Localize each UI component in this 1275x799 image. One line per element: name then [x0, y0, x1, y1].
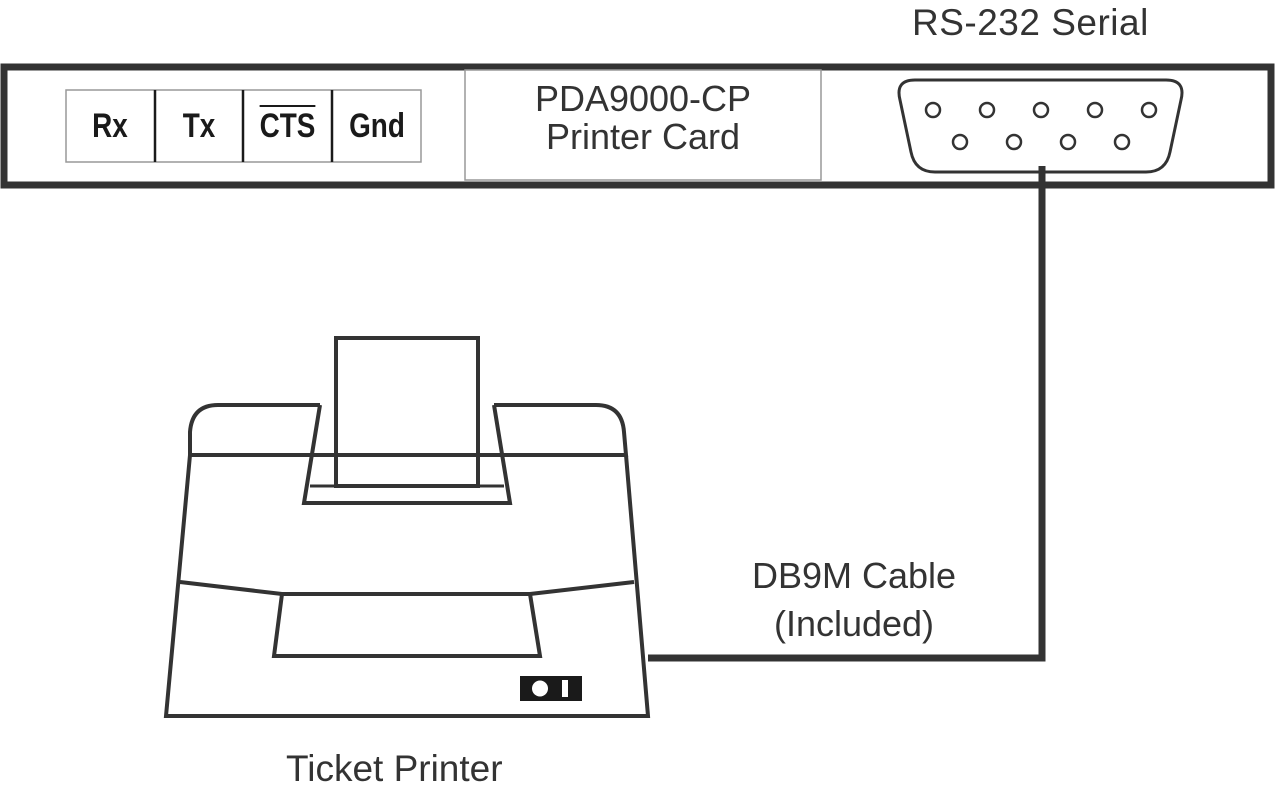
- db9-pin: [1005, 133, 1023, 151]
- cable-label: DB9M Cable (Included): [722, 552, 986, 648]
- terminal-cts-label: CTS: [252, 90, 323, 162]
- printer-card-name: Printer Card: [545, 116, 741, 157]
- ticket-slot: [301, 404, 513, 505]
- db9-pin: [1059, 133, 1077, 151]
- db9-pin: [1113, 133, 1131, 151]
- db9-connector-icon: [897, 78, 1184, 174]
- db9-pin: [1032, 101, 1050, 119]
- card-label-box: [464, 69, 822, 181]
- ticket-paper: [334, 336, 480, 488]
- db9-pin: [978, 101, 996, 119]
- printer-card-model: PDA9000-CP: [534, 78, 752, 119]
- terminal-rx-label: Rx: [92, 107, 128, 145]
- cable-label-note: (Included): [773, 603, 935, 644]
- db9-pin: [924, 101, 942, 119]
- db9-pin: [1140, 101, 1158, 119]
- db9-shell: [897, 78, 1184, 174]
- terminal-tx-label: Tx: [182, 107, 216, 145]
- db9-cable: [648, 166, 1046, 662]
- ticket-printer-label: Ticket Printer: [286, 748, 503, 789]
- printer-front-tray: [271, 593, 543, 658]
- db9-pin: [1086, 101, 1104, 119]
- ticket-printer-icon: [163, 336, 651, 718]
- rs232-serial-label: RS-232 Serial: [912, 2, 1149, 43]
- terminal-cts-text: CTS: [259, 107, 316, 145]
- cable-label-name: DB9M Cable: [751, 555, 957, 596]
- printer-card-label: PDA9000-CP Printer Card: [466, 80, 820, 156]
- card-housing: [0, 63, 1275, 189]
- printer-body: [163, 454, 651, 718]
- printer-top-cover: [188, 403, 629, 457]
- db9-pin: [951, 133, 969, 151]
- terminal-block: [65, 89, 422, 163]
- printer-front-bezel: [179, 580, 635, 596]
- terminal-gnd-label: Gnd: [349, 107, 405, 145]
- power-switch-icon: [520, 676, 582, 701]
